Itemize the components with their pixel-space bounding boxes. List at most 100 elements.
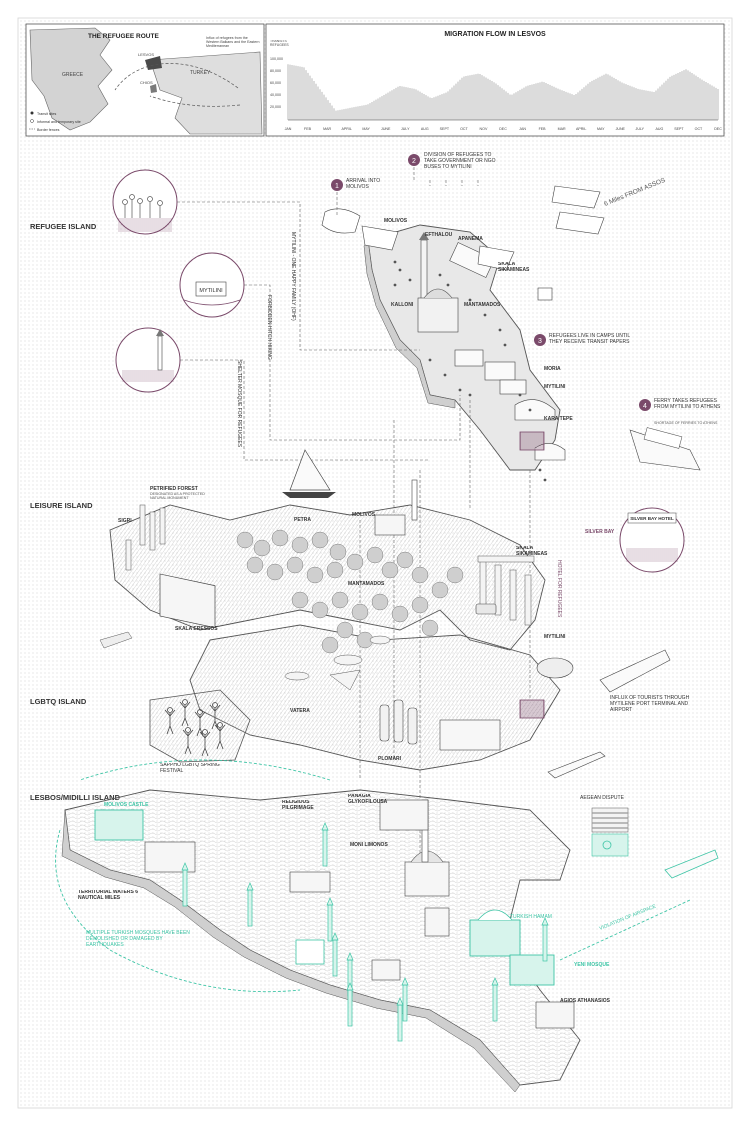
step-4-badge [639,399,651,411]
tree [311,531,329,549]
molivos-castle-building [94,809,144,841]
territorial-line [55,829,301,993]
mytilini-hotel-building [519,699,545,719]
refugee-figure [428,358,432,362]
flow-month: JUNE [381,127,391,131]
ferry-note: SHORTAGE OF FERRIES TO ATHENS [654,421,718,425]
flow-month: APRIL [576,127,586,131]
place-mantamados-leisure: MANTAMADOS [348,581,385,587]
label-lesvos: LESVOS [138,52,154,57]
place-territorial-waters: TERRITORIAL WATERS 6 NAUTICAL MILES [78,890,139,901]
refugee-figure [538,468,542,472]
section-lgbtq: LGBTQ ISLAND [30,697,87,706]
festival-figure [167,707,173,713]
fighter-jet [664,849,719,879]
place-molivos-castle: MOLIVOS CASTLE [104,802,149,808]
boat-5 [555,211,605,235]
minaret [182,869,188,907]
refugee-route-map: THE REFUGEE ROUTE GREECE TURKEY LESVOS C… [25,23,265,137]
tree [246,556,264,574]
place-religious-pilgrimage: RELIGIOUS PILGRIMAGE [282,800,314,811]
place-skala-sikamineas: SKALA SIKAMINEAS [498,262,530,273]
flag-turkey [591,833,629,857]
place-panagia: PANAGIA GLYKOFILOUSA [348,794,388,805]
label-greece: GREECE [62,72,84,78]
hotel-vertical-label: HOTEL FOR REFUGEES [556,560,562,618]
place-skala-eressos: SKALA ERESSOS [175,626,218,632]
place-agios-athanasios: AGIOS ATHANASIOS [560,998,611,1004]
vert-mosque: SHELTER MOSQUE FOR REFUGEES [236,360,242,448]
refugee-figure [543,478,547,482]
flow-month: FEB [304,127,312,131]
influx-note: Influx of refugees from the Western Balk… [206,36,260,49]
place-moni-limonos: MONI LIMONOS [350,842,388,848]
place-molivos: MOLIVOS [384,218,408,224]
flow-month: JULY [636,127,645,131]
minaret [247,889,253,927]
festival-figure [185,727,191,733]
leisure-island: SIGRI PETRIFIED FOREST PETRA MOLIVOS MAN… [109,479,690,779]
place-mantamados: MANTAMADOS [464,302,501,308]
minaret [327,904,333,942]
place-apanema: APANEMA [458,236,483,242]
festival-figure [212,702,218,708]
refugee-figure [446,283,450,287]
flow-month: OCT [695,127,703,131]
flow-month: AUG [655,127,663,131]
flow-month: OCT [460,127,468,131]
tree [236,531,254,549]
cruise-ship [599,649,671,693]
refugee-figure [398,268,402,272]
minaret [332,939,338,977]
legend-informal-icon [30,119,34,123]
flow-ytick: 100,000 [270,57,283,61]
sailboat [289,449,331,491]
refugee-figure [408,278,412,282]
flow-month: AUG [421,127,429,131]
flow-month: JULY [401,127,410,131]
festival-figure [217,722,223,728]
refugee-figure [458,388,462,392]
tree [271,529,289,547]
place-mytilini-leisure: MYTILINI [544,634,566,640]
refugee-figure [528,408,532,412]
flow-month: SEPT [440,127,450,131]
tree [381,561,399,579]
section-leisure: LEISURE ISLAND [30,501,93,510]
place-sigri: SIGRI [118,518,132,524]
place-plomari: PLOMARI [378,756,402,762]
hitchhike-sign: MYTILINI [199,288,223,294]
tree [266,563,284,581]
step-4-num: 4 [643,403,647,410]
tree [321,636,339,654]
tree [411,566,429,584]
step-3-num: 3 [538,338,542,345]
tree [391,605,409,623]
route-title: THE REFUGEE ROUTE [88,33,159,40]
tourists-note: INFLUX OF TOURISTS THROUGH MYTILENE PORT… [610,695,690,713]
minaret [347,989,353,1027]
tree [396,551,414,569]
forest-note: DESIGNATED AS A PROTECTED NATURAL MONUME… [150,492,205,501]
lesvos-mark [145,56,162,70]
tree [311,601,329,619]
festival-figure [182,699,188,705]
minaret [492,984,498,1022]
boat-3 [477,245,515,271]
place-kalloni: KALLONI [391,302,414,308]
place-yeni-mosque: YENI MOSQUE [574,962,610,968]
flow-unit: TRANSITS REFUGEES [270,40,289,47]
tree [366,546,384,564]
lesbos-midilli-island: AEGEAN DISPUTE VIOLATION OF AIRSPACE MOL… [55,759,719,1093]
vert-hitchhike: FORBIDDEN HITCH HIKING [266,295,272,360]
step-3-text: REFUGEES LIVE IN CAMPS UNTIL THEY RECEIV… [549,333,630,345]
tree [431,581,449,599]
label-chios: CHIOS [140,80,153,85]
minaret [322,829,328,867]
place-vatera: VATERA [290,708,310,714]
silver-bay-hotel-sign: SILVER BAY HOTEL [630,516,674,521]
step-2-badge [408,154,420,166]
turkish-hamam-building [469,919,521,957]
refugee-figure [443,373,447,377]
